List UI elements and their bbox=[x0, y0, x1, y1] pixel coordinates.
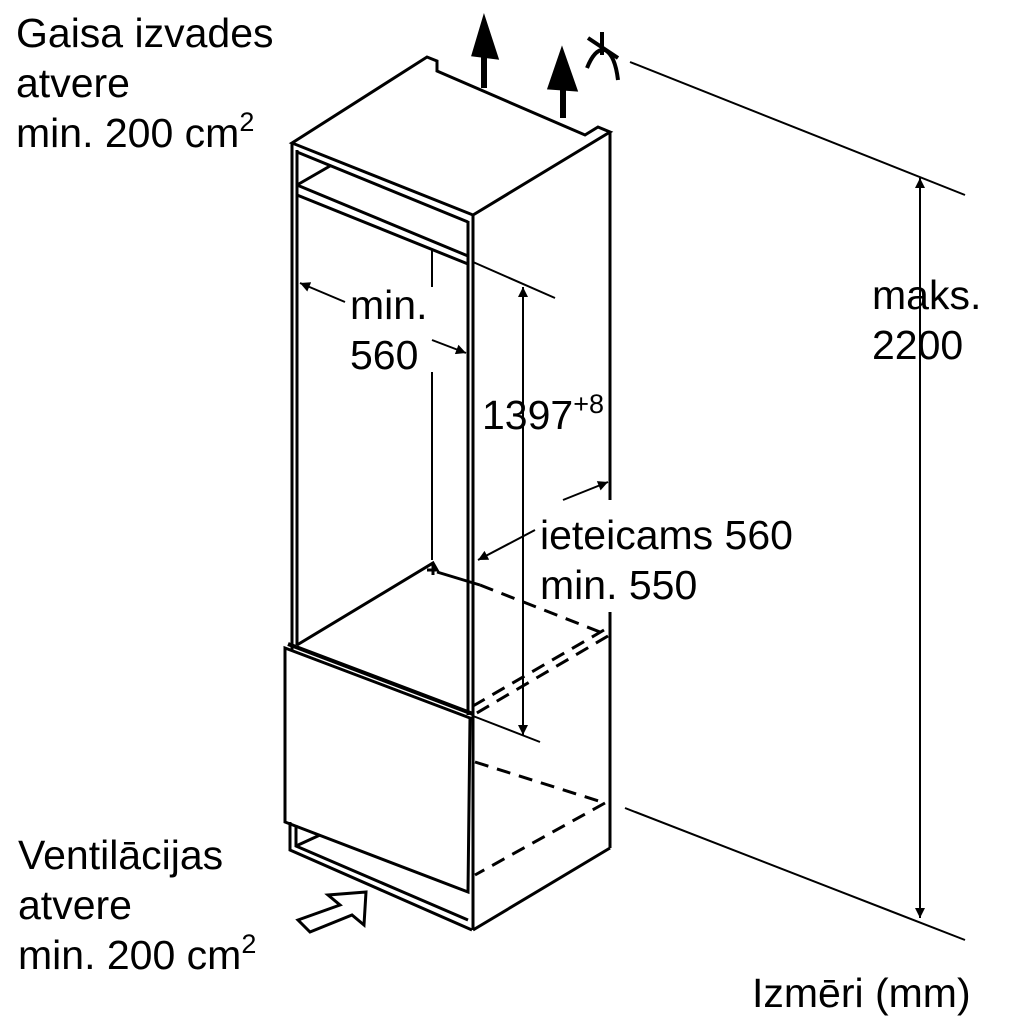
ventilation-line2: atvere bbox=[18, 882, 132, 928]
depth-line1: ieteicams 560 bbox=[540, 512, 793, 558]
ventilation-sup: 2 bbox=[241, 929, 257, 959]
air-outlet-line2: atvere bbox=[16, 60, 130, 106]
air-outlet-label: Gaisa izvades atvere min. 200 cm2 bbox=[16, 8, 274, 163]
air-outlet-line3: min. 200 cm2 bbox=[16, 107, 274, 163]
air-outlet-arrows-icon bbox=[471, 12, 579, 118]
units-label: Izmēri (mm) bbox=[752, 970, 971, 1016]
max-height-dimension bbox=[624, 61, 966, 941]
ventilation-min: min. 200 cm bbox=[18, 932, 242, 978]
cabinet-frame bbox=[290, 132, 612, 932]
ventilation-label: Ventilācijas atvere min. 200 cm2 bbox=[18, 830, 256, 985]
max-height-label: maks. 2200 bbox=[872, 270, 981, 370]
depth-line2: min. 550 bbox=[540, 562, 698, 608]
niche-height-value: 1397 bbox=[482, 392, 574, 438]
ventilation-line1: Ventilācijas bbox=[18, 832, 224, 878]
air-outlet-line1: Gaisa izvades bbox=[16, 10, 274, 56]
hidden-lines bbox=[472, 583, 609, 877]
air-outlet-sup: 2 bbox=[239, 107, 255, 137]
width-line2: 560 bbox=[350, 332, 419, 378]
max-height-line1: maks. bbox=[872, 272, 982, 318]
niche-height-label: 1397+8 bbox=[482, 389, 605, 445]
niche-height-tolerance: +8 bbox=[573, 389, 605, 419]
cabinet-top bbox=[288, 55, 614, 217]
air-outlet-min: min. 200 cm bbox=[16, 110, 240, 156]
width-line1: min. bbox=[350, 282, 428, 328]
depth-label: ieteicams 560 min. 550 bbox=[540, 510, 793, 610]
depth-dimension bbox=[477, 481, 609, 561]
ventilation-line3: min. 200 cm2 bbox=[18, 929, 257, 985]
width-dimension bbox=[299, 250, 467, 560]
width-label: min. 560 bbox=[350, 280, 427, 380]
niche-height-dimension bbox=[472, 261, 556, 743]
wall-symbol-icon bbox=[585, 32, 620, 81]
ventilation-arrow-icon bbox=[295, 890, 368, 934]
appliance bbox=[283, 560, 481, 932]
max-height-line2: 2200 bbox=[872, 322, 964, 368]
